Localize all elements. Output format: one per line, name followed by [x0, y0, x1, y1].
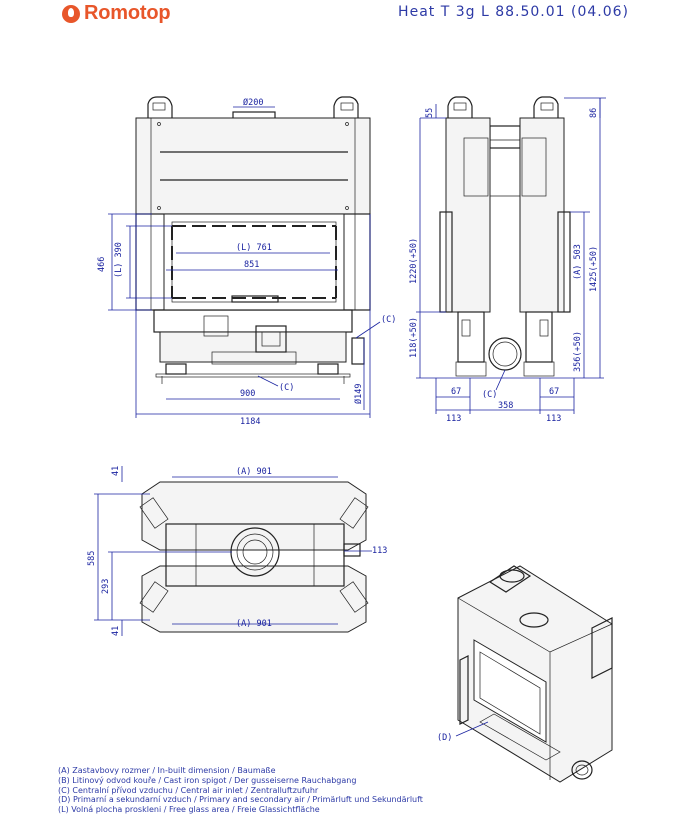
brand-logo: Romotop: [62, 2, 171, 25]
top-view: [139, 481, 369, 633]
dim-1220: 1220(+50): [409, 238, 419, 284]
dim-113-top: 113: [372, 546, 387, 556]
iso-body: [457, 565, 613, 783]
front-dimensions: Ø200 (L) 761 851 (L) 390 466 900 1184 Ø1…: [97, 97, 396, 427]
isometric-view: (D): [437, 565, 613, 783]
side-dimensions: 55 86 1220(+50) (A) 503 1425(+50) 118(+5…: [409, 97, 606, 424]
dim-1425: 1425(+50): [589, 246, 599, 292]
dim-851: 851: [244, 260, 259, 270]
side-view: [439, 96, 571, 377]
dim-900: 900: [240, 389, 255, 399]
legend-item-A: (A) Zastavbovy rozmer / In-built dimensi…: [58, 766, 276, 775]
dim-A901-top: (A) 901: [236, 467, 272, 477]
air-inlet: [351, 337, 365, 365]
dim-A901-bottom: (A) 901: [236, 619, 272, 629]
glass-panel: [163, 213, 345, 311]
dim-flue-diameter: Ø200: [243, 97, 263, 108]
label-C-front-1: (C): [381, 315, 396, 325]
dim-L761: (L) 761: [236, 243, 272, 253]
front-view: [135, 96, 371, 384]
legend-item-L: (L) Volná plocha proskleni / Free glass …: [58, 805, 320, 815]
label-D: (D): [437, 733, 452, 743]
brand-name: Romotop: [84, 2, 171, 24]
dim-L390: (L) 390: [114, 242, 124, 278]
iso-air-inlet: [571, 760, 593, 780]
side-column-right: [519, 117, 565, 313]
dim-585: 585: [87, 551, 97, 566]
dim-1184: 1184: [240, 417, 260, 427]
label-C-front-2: (C): [279, 383, 294, 393]
dim-356: 356(+50): [573, 331, 583, 372]
legend-item-B: (B) Litinový odvod kouře / Cast iron spi…: [58, 775, 357, 785]
lower-body: [153, 309, 353, 333]
dim-113-right: 113: [546, 414, 561, 424]
dim-118: 118(+50): [409, 317, 419, 358]
lifting-lug-right: [333, 96, 359, 118]
dim-A503: (A) 503: [573, 244, 583, 280]
dim-41-bottom: 41: [111, 626, 121, 636]
label-C-side: (C): [482, 390, 497, 400]
upper-body: [135, 117, 371, 215]
top-dimensions: (A) 901 (A) 901 41 41 585 293 113: [87, 466, 387, 636]
dim-67-left: 67: [451, 387, 461, 397]
flame-icon: [62, 4, 80, 23]
dim-86: 86: [589, 108, 599, 118]
legend: (A) Zastavbovy rozmer / In-built dimensi…: [58, 766, 423, 815]
air-inlet-side: [488, 337, 522, 371]
door-handle: [231, 295, 279, 303]
side-column-left: [445, 117, 491, 313]
dim-358: 358: [498, 401, 513, 411]
lifting-lug-left: [147, 96, 173, 118]
document-title: Heat T 3g L 88.50.01 (04.06): [398, 4, 629, 20]
dim-113-left: 113: [446, 414, 461, 424]
dim-67-right: 67: [549, 387, 559, 397]
dim-293: 293: [101, 579, 111, 594]
legend-item-D: (D) Primarní a sekundarní vzduch / Prima…: [58, 795, 423, 805]
dim-466: 466: [97, 257, 107, 272]
side-lug-right: [533, 96, 559, 118]
dim-d149: Ø149: [353, 384, 364, 404]
dim-41-top: 41: [111, 466, 121, 476]
side-lug-left: [447, 96, 473, 118]
dim-55: 55: [425, 108, 435, 118]
iso-glass: [473, 639, 547, 743]
top-lower-wing: [141, 565, 367, 633]
legend-item-C: (C) Centralní přívod vzduchu / Central a…: [58, 785, 319, 795]
